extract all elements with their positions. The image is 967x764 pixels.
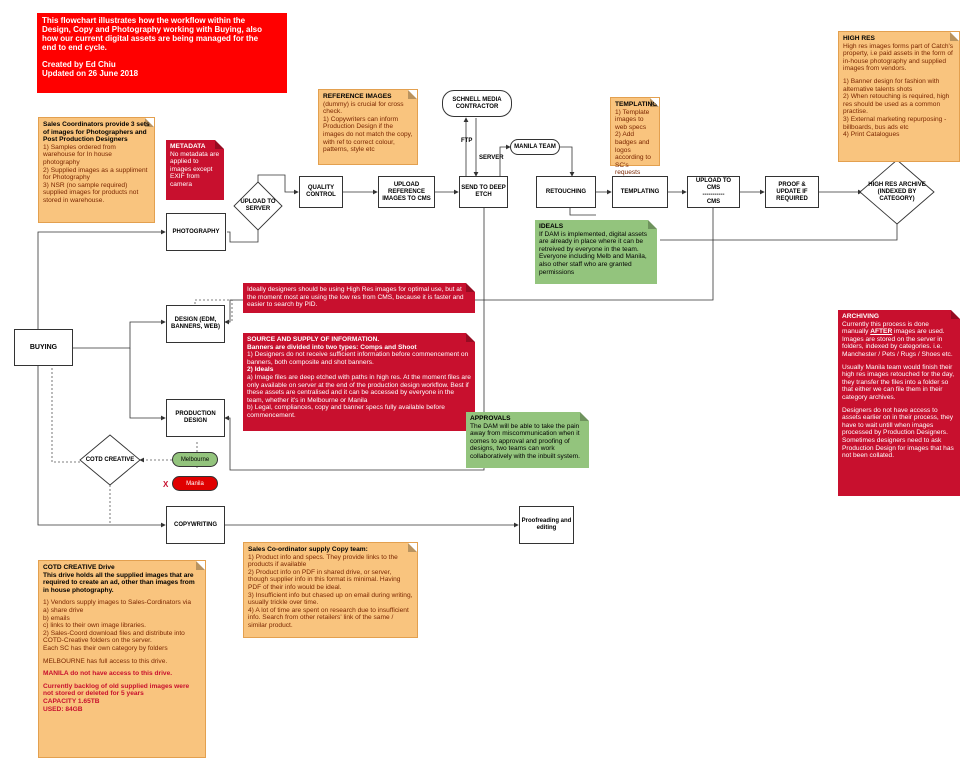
manila-team-node[interactable]: MANILA TEAM bbox=[510, 139, 560, 155]
design-box[interactable]: DESIGN (EDM, BANNERS, WEB) bbox=[166, 305, 225, 343]
updated-date: Updated on 26 June 2018 bbox=[42, 69, 139, 78]
note-item: c) links to their own image libraries. bbox=[43, 622, 146, 630]
production-design-box[interactable]: PRODUCTION DESIGN bbox=[166, 399, 225, 437]
cotd-creative-label: COTD CREATIVE bbox=[85, 456, 135, 463]
proofreading-box[interactable]: Proofreading and editing bbox=[519, 506, 574, 544]
note-heading: Sales Co-ordinator supply Copy team: bbox=[248, 546, 368, 553]
copywriting-box[interactable]: COPYWRITING bbox=[166, 506, 225, 544]
note-body: (dummy) is crucial for cross check. bbox=[323, 100, 404, 116]
manila-pill[interactable]: Manila bbox=[172, 476, 218, 491]
approvals-note: APPROVALS The DAM will be able to take t… bbox=[466, 412, 589, 468]
note-heading: METADATA bbox=[170, 143, 206, 150]
note-subheading: Banners are divided into two types: Comp… bbox=[247, 343, 417, 351]
note-heading: ARCHIVING bbox=[842, 313, 879, 320]
ideals-note: IDEALS If DAM is implemented, digital as… bbox=[535, 220, 657, 284]
note-item: 1) Vendors supply images to Sales-Cordin… bbox=[43, 599, 192, 607]
manila-access: MANILA do not have access to this drive. bbox=[43, 670, 173, 678]
high-res-note: HIGH RES High res images forms part of C… bbox=[838, 31, 960, 162]
metadata-note: METADATA No metadata are applied to imag… bbox=[166, 140, 224, 200]
server-label: SERVER bbox=[479, 155, 504, 161]
note-item: 2) Add badges and logos according to SC'… bbox=[615, 131, 651, 177]
emphasis-after: AFTER bbox=[870, 328, 893, 336]
note-item: 4) Print Catalogues bbox=[843, 131, 900, 139]
note-item: 3) Insufficient info but chased up on em… bbox=[248, 591, 413, 607]
note-heading: COTD CREATIVE Drive bbox=[43, 564, 115, 571]
melbourne-access: MELBOURNE has full access to this drive. bbox=[43, 657, 168, 665]
note-body: No metadata are applied to images except… bbox=[170, 150, 220, 188]
note-item: 2) Product info on PDF in shared drive, … bbox=[248, 568, 401, 591]
note-item: 1) Copywriters can inform Production Des… bbox=[323, 115, 413, 154]
ftp-label: FTP bbox=[461, 138, 473, 144]
note-heading: REFERENCE IMAGES bbox=[323, 93, 392, 100]
note-item: 2) Sales-Coord download files and distri… bbox=[43, 629, 185, 645]
note-item: Each SC has their own category by folder… bbox=[43, 644, 168, 652]
note-item: 1) Samples ordered from warehouse for In… bbox=[43, 143, 116, 166]
send-to-deep-etch-box[interactable]: SEND TO DEEP ETCH bbox=[459, 176, 508, 208]
note-item: 2) Supplied images as a suppliment for P… bbox=[43, 166, 148, 182]
title-line-2: Design, Copy and Photography working wit… bbox=[42, 25, 263, 34]
templating-note: TEMPLATING 1) Template images to web spe… bbox=[610, 97, 660, 176]
note-item: a) share drive bbox=[43, 606, 84, 614]
source-supply-note: SOURCE AND SUPPLY OF INFORMATION. Banner… bbox=[243, 333, 475, 431]
templating-box[interactable]: TEMPLATING bbox=[612, 176, 668, 208]
title-line-3: how our current digital assets are being… bbox=[42, 34, 259, 43]
copy-team-note: Sales Co-ordinator supply Copy team: 1) … bbox=[243, 542, 418, 638]
upload-reference-box[interactable]: UPLOAD REFERENCE IMAGES TO CMS bbox=[378, 176, 435, 208]
quality-control-box[interactable]: QUALITY CONTROL bbox=[299, 176, 343, 208]
sales-coordinators-note: Sales Coordinators provide 3 sets of ima… bbox=[38, 117, 155, 223]
note-heading: SOURCE AND SUPPLY OF INFORMATION. bbox=[247, 336, 380, 343]
note-paragraph: Usually Manila team would finish their h… bbox=[842, 363, 955, 401]
note-item: 1) Banner design for fashion with altern… bbox=[843, 77, 940, 93]
note-item: 2) When retouching is required, high res… bbox=[843, 93, 950, 116]
melbourne-pill[interactable]: Melbourne bbox=[172, 452, 218, 467]
schnell-media-contractor[interactable]: SCHNELL MEDIA CONTRACTOR bbox=[442, 90, 512, 117]
x-mark-icon: X bbox=[163, 480, 169, 489]
archiving-note: ARCHIVING Currently this process is done… bbox=[838, 310, 960, 496]
note-item: 4) A lot of time are spent on research d… bbox=[248, 606, 409, 629]
backlog-note: Currently backlog of old supplied images… bbox=[43, 682, 190, 698]
buying-box[interactable]: BUYING bbox=[14, 329, 73, 366]
photography-box[interactable]: PHOTOGRAPHY bbox=[166, 213, 226, 251]
note-paragraph: Currently this process is done manually … bbox=[842, 320, 953, 358]
upload-to-cms-box[interactable]: UPLOAD TO CMS ----------- CMS bbox=[687, 176, 740, 208]
note-item: a) Image files are deep etched with path… bbox=[247, 373, 471, 404]
capacity: CAPACITY 1.65TB bbox=[43, 697, 100, 705]
note-body: If DAM is implemented, digital assets ar… bbox=[539, 230, 648, 276]
upload-to-server-label: UPLOAD TO SERVER bbox=[240, 199, 276, 212]
note-item: 2) Ideals bbox=[247, 366, 274, 374]
note-item: 3) NSR (no sample required) supplied ima… bbox=[43, 181, 139, 204]
note-item: 1) Template images to web specs bbox=[615, 108, 650, 131]
retouching-box[interactable]: RETOUCHING bbox=[536, 176, 596, 208]
note-body: Ideally designers should be using High R… bbox=[247, 286, 464, 309]
note-item: 3) External marketing repurposing - bill… bbox=[843, 115, 947, 131]
note-body: The DAM will be able to take the pain aw… bbox=[470, 422, 580, 460]
cotd-creative-note: COTD CREATIVE Drive This drive holds all… bbox=[38, 560, 206, 758]
high-res-usage-note: Ideally designers should be using High R… bbox=[243, 283, 475, 313]
title-line-1: This flowchart illustrates how the workf… bbox=[42, 16, 246, 25]
note-heading: APPROVALS bbox=[470, 415, 511, 422]
reference-images-note: REFERENCE IMAGES (dummy) is crucial for … bbox=[318, 89, 418, 165]
note-heading: IDEALS bbox=[539, 223, 564, 230]
note-item: b) Legal, compliances, copy and banner s… bbox=[247, 404, 445, 419]
note-item: 1) Product info and specs. They provide … bbox=[248, 553, 398, 569]
note-heading: HIGH RES bbox=[843, 35, 875, 42]
proof-update-box[interactable]: PROOF & UPDATE IF REQUIRED bbox=[765, 176, 819, 208]
note-item: b) emails bbox=[43, 614, 70, 622]
note-heading: Sales Coordinators provide 3 sets of ima… bbox=[43, 121, 150, 144]
author: Created by Ed Chiu bbox=[42, 60, 116, 69]
note-heading: TEMPLATING bbox=[615, 101, 658, 108]
note-body: High res images forms part of Catch's pr… bbox=[843, 42, 954, 73]
used-space: USED: 84GB bbox=[43, 705, 83, 713]
high-res-archive-label: HIGH RES ARCHIVE (indexed by category) bbox=[868, 181, 926, 202]
title-note: This flowchart illustrates how the workf… bbox=[37, 13, 287, 93]
note-subheading: This drive holds all the supplied images… bbox=[43, 571, 195, 594]
note-paragraph: Designers do not have access to assets e… bbox=[842, 406, 954, 460]
note-item: 1) Designers do not receive sufficient i… bbox=[247, 351, 469, 366]
title-line-4: end to end cycle. bbox=[42, 43, 107, 52]
